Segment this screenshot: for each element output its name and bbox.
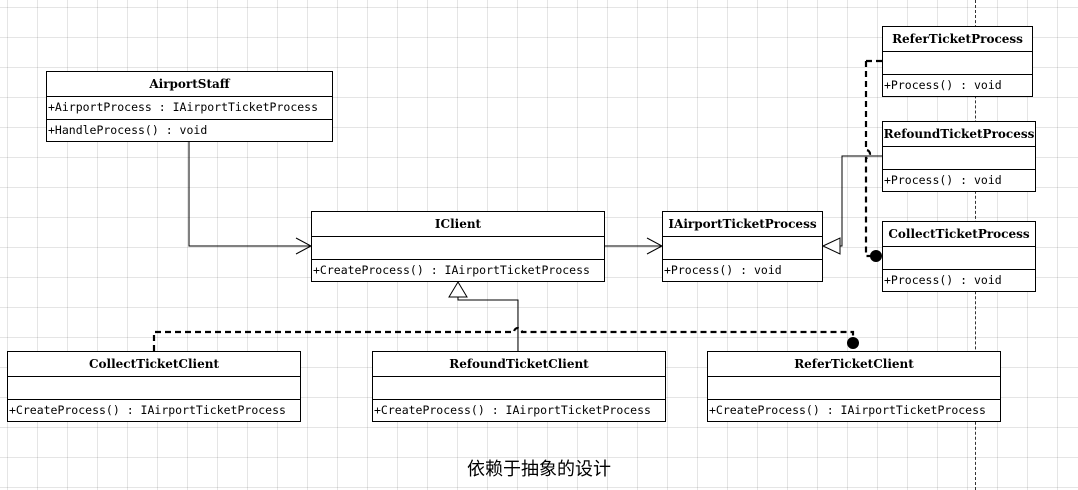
- class-name: ReferTicketClient: [708, 352, 1000, 377]
- class-attribute: [373, 377, 665, 400]
- class-operation: +CreateProcess() : IAirportTicketProcess: [9, 403, 286, 417]
- class-iairport-ticket-process[interactable]: IAirportTicketProcess +Process() : void: [662, 211, 823, 282]
- class-name: ReferTicketProcess: [883, 27, 1032, 52]
- class-refer-ticket-process[interactable]: ReferTicketProcess +Process() : void: [882, 26, 1033, 97]
- class-attribute: [663, 237, 822, 260]
- class-operation: +CreateProcess() : IAirportTicketProcess: [374, 403, 651, 417]
- class-attribute: [8, 377, 300, 400]
- class-attribute: [312, 237, 604, 260]
- diagram-caption: 依赖于抽象的设计: [467, 459, 611, 480]
- class-refound-ticket-client[interactable]: RefoundTicketClient +CreateProcess() : I…: [372, 351, 666, 422]
- class-operation: +Process() : void: [884, 273, 1002, 287]
- class-attribute: [883, 52, 1032, 75]
- class-attribute: [883, 247, 1035, 270]
- class-name: CollectTicketClient: [8, 352, 300, 377]
- class-name: CollectTicketProcess: [883, 222, 1035, 247]
- class-name: RefoundTicketClient: [373, 352, 665, 377]
- class-operation: +Process() : void: [884, 78, 1002, 92]
- realization-processes: [821, 59, 882, 258]
- class-operation: +Process() : void: [664, 263, 782, 277]
- class-name: IClient: [312, 212, 604, 237]
- class-attribute: [708, 377, 1000, 400]
- realization-clients: [152, 281, 855, 351]
- class-name: IAirportTicketProcess: [663, 212, 822, 237]
- class-attribute: [883, 147, 1035, 170]
- class-collect-ticket-process[interactable]: CollectTicketProcess +Process() : void: [882, 221, 1036, 292]
- class-operation: +Process() : void: [884, 173, 1002, 187]
- class-iclient[interactable]: IClient +CreateProcess() : IAirportTicke…: [311, 211, 605, 282]
- class-operation: +CreateProcess() : IAirportTicketProcess: [313, 263, 590, 277]
- class-operation: +CreateProcess() : IAirportTicketProcess: [709, 403, 986, 417]
- class-airport-staff[interactable]: AirportStaff +AirportProcess : IAirportT…: [46, 71, 333, 142]
- association-iclient-to-process: [604, 237, 664, 255]
- class-collect-ticket-client[interactable]: CollectTicketClient +CreateProcess() : I…: [7, 351, 301, 422]
- association-staff-to-iclient: [188, 141, 313, 255]
- dependency-dot-collect-process: [870, 250, 882, 262]
- class-refer-ticket-client[interactable]: ReferTicketClient +CreateProcess() : IAi…: [707, 351, 1001, 422]
- class-refound-ticket-process[interactable]: RefoundTicketProcess +Process() : void: [882, 121, 1036, 192]
- class-attribute: +AirportProcess : IAirportTicketProcess: [47, 97, 332, 120]
- class-name: RefoundTicketProcess: [883, 122, 1035, 147]
- dependency-dot-refer-client: [847, 337, 859, 349]
- class-operation: +HandleProcess() : void: [48, 123, 208, 137]
- class-name: AirportStaff: [47, 72, 332, 97]
